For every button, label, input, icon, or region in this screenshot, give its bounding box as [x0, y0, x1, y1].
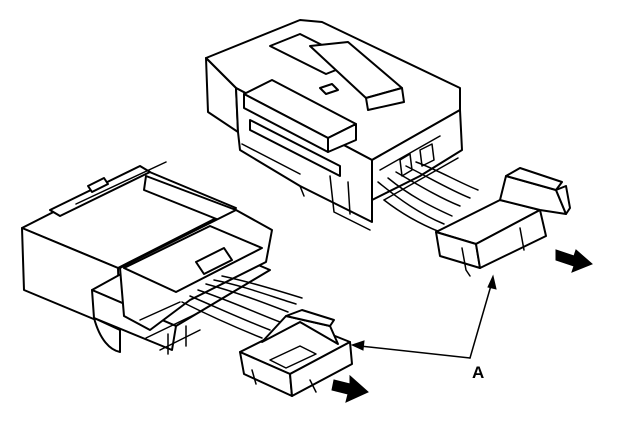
upper-wire-bundle — [377, 161, 479, 233]
upper-connector-housing — [205, 19, 463, 231]
upper-pull-arrow — [555, 249, 593, 273]
callout-a-leader-lines — [350, 274, 497, 359]
lower-pull-arrow — [331, 374, 369, 403]
lower-wire-bundle — [181, 275, 303, 339]
callout-a-label: A — [472, 363, 484, 382]
lower-terminal-retainer — [239, 309, 353, 397]
upper-terminal-retainer — [435, 167, 571, 277]
lower-connector-housing — [21, 161, 273, 355]
